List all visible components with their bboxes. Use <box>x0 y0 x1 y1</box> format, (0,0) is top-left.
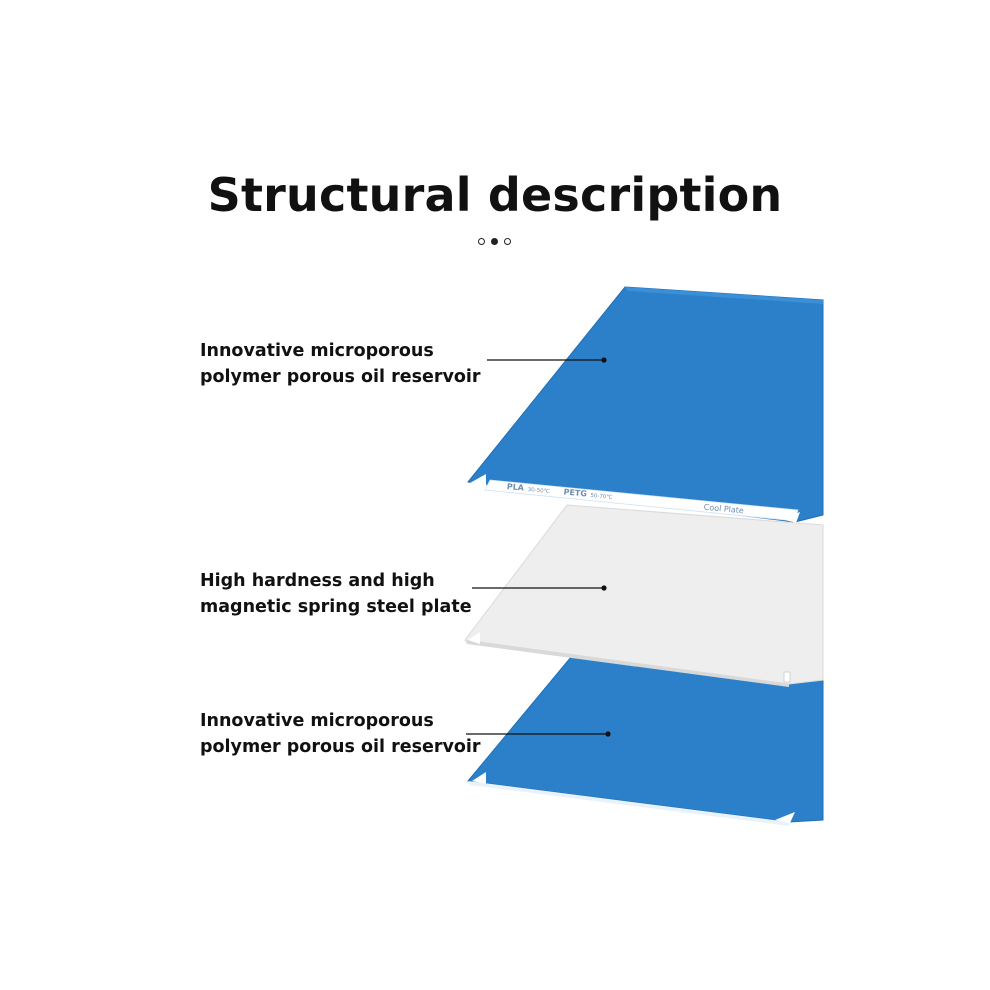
steel-plate-corner-cutout-left <box>468 632 480 644</box>
pagination-dot-3 <box>504 238 511 245</box>
top-plate-corner-cutout-left <box>470 474 486 489</box>
leader-dot-2 <box>601 585 607 591</box>
leader-lines <box>466 357 611 737</box>
layer-label-top-line-2: polymer porous oil reservoir <box>200 367 481 387</box>
plate-print-pla-temp: 30-50℃ <box>527 486 550 495</box>
page-title: Structural description <box>207 168 783 222</box>
layer-label-middle-line-1: High hardness and high <box>200 571 435 591</box>
plate-print-petg-temp: 50-70℃ <box>590 492 613 501</box>
middle-steel-plate <box>464 504 824 687</box>
steel-plate-surface <box>464 504 824 685</box>
top-plate-back-strip <box>625 287 823 304</box>
pagination-dots <box>478 237 518 249</box>
layer-label-bottom: Innovative microporous polymer porous oi… <box>200 708 490 760</box>
top-plate-corner-cutout-right <box>782 512 800 523</box>
plate-print-pla: PLA <box>506 482 525 493</box>
layer-label-top: Innovative microporous polymer porous oi… <box>200 338 490 390</box>
layer-label-middle-line-2: magnetic spring steel plate <box>200 597 472 617</box>
leader-dot-1 <box>601 357 607 363</box>
plate-print-name: Cool Plate <box>703 503 744 516</box>
layer-label-top-line-1: Innovative microporous <box>200 341 434 361</box>
plate-print-petg: PETG <box>563 487 587 498</box>
layer-label-bottom-line-1: Innovative microporous <box>200 711 434 731</box>
pagination-dot-1 <box>478 238 485 245</box>
steel-plate-front-edge <box>465 640 789 687</box>
top-pei-plate: PLA 30-50℃ PETG 50-70℃ Cool Plate <box>467 286 824 523</box>
leader-dot-3 <box>605 731 611 737</box>
bottom-pei-plate <box>467 656 824 826</box>
bottom-plate-corner-cutout-left <box>472 772 486 784</box>
layer-label-middle: High hardness and high magnetic spring s… <box>200 568 490 620</box>
layer-label-bottom-line-2: polymer porous oil reservoir <box>200 737 481 757</box>
steel-plate-tab <box>783 671 791 683</box>
bottom-plate-front-edge <box>468 781 789 826</box>
bottom-plate-corner-cutout-right <box>775 812 795 823</box>
pagination-dot-2-active <box>491 238 498 245</box>
